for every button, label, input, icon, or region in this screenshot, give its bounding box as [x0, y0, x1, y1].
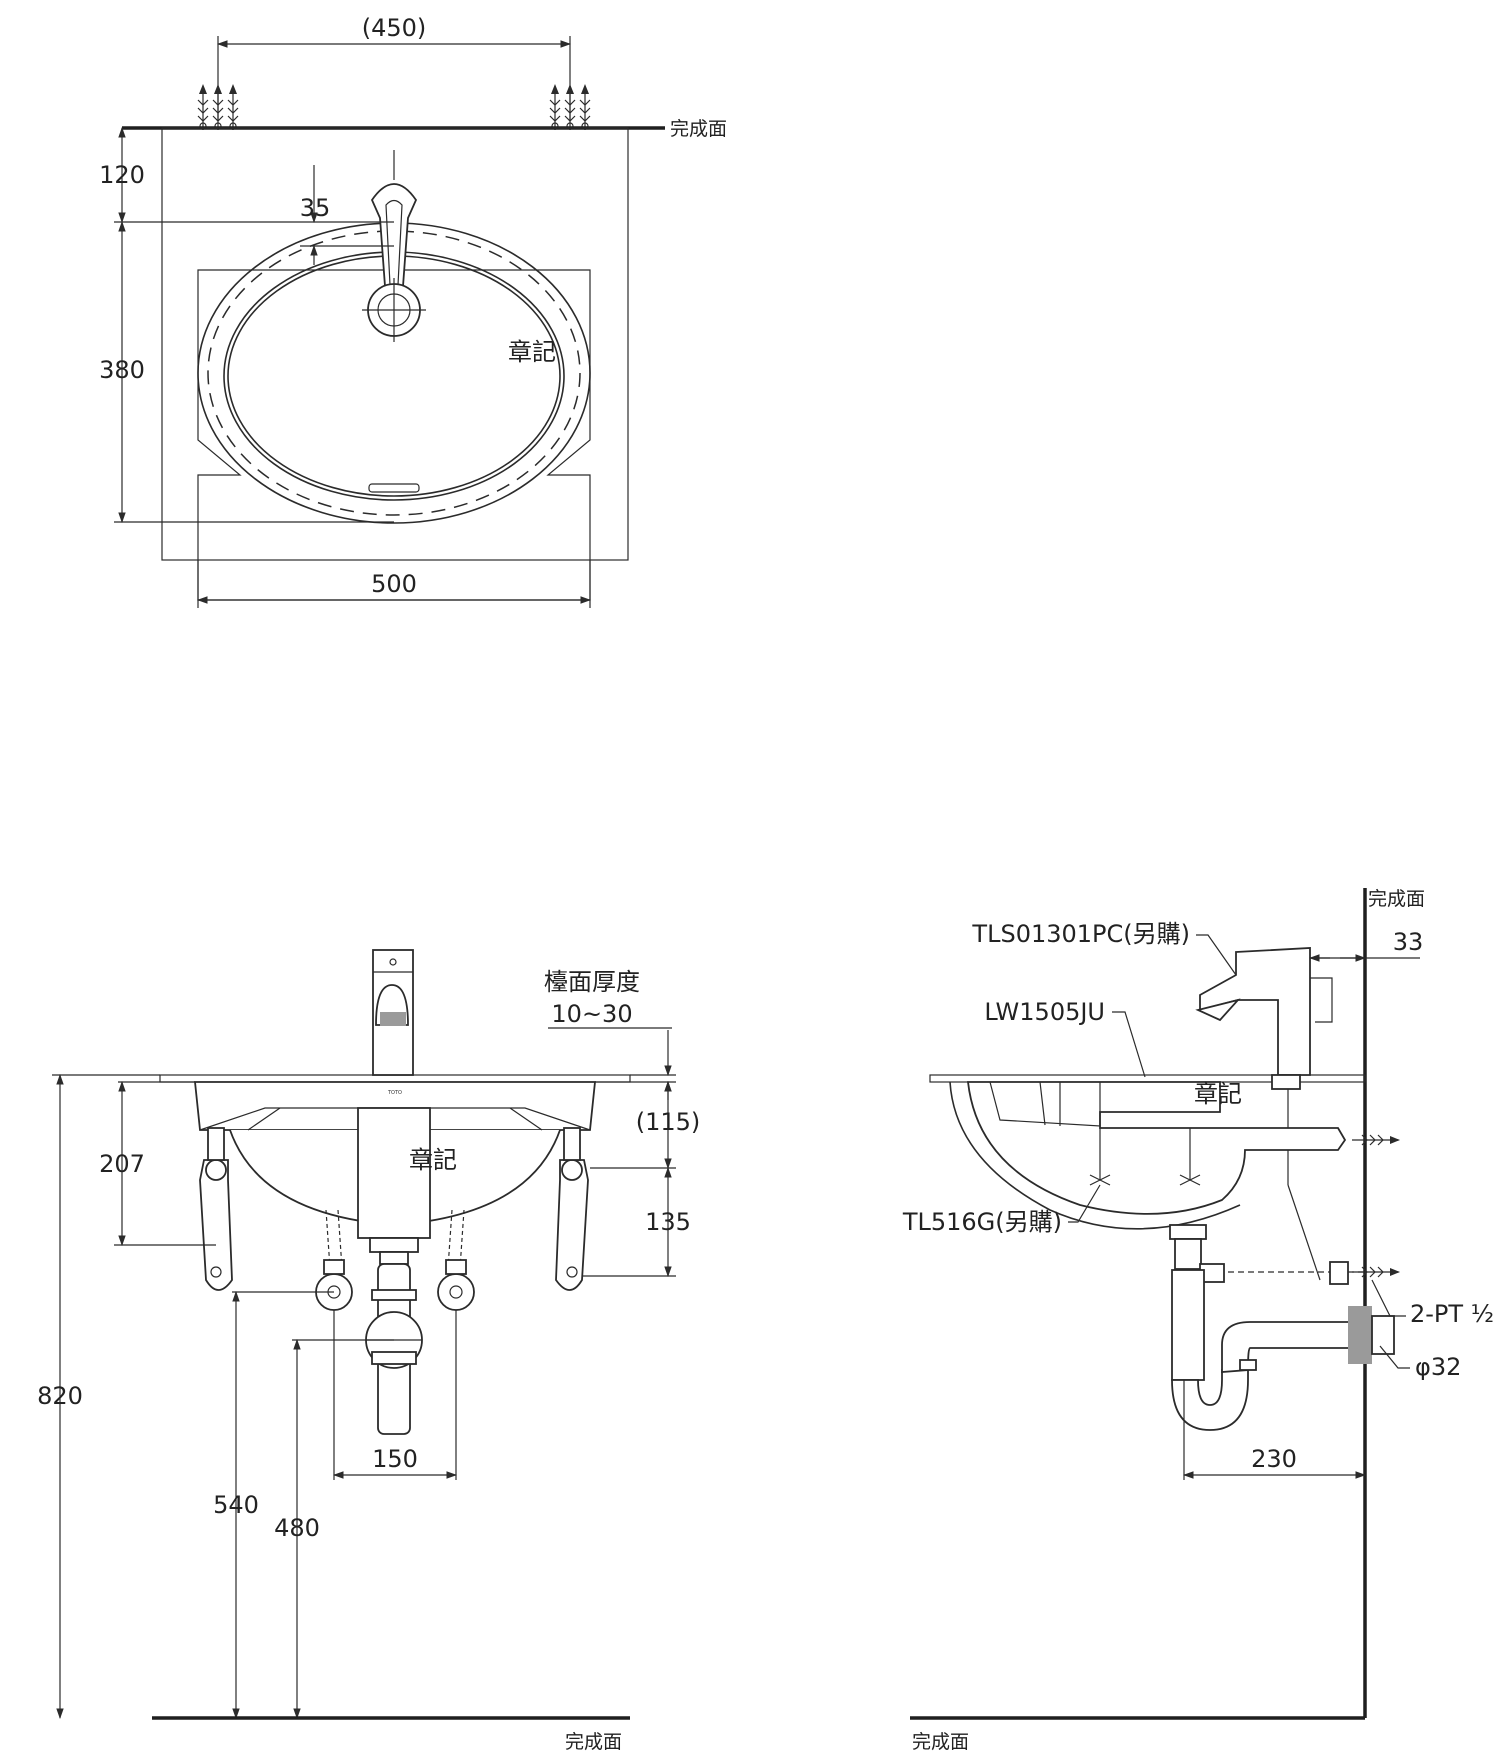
basin-model-label: LW1505JU: [984, 998, 1105, 1026]
finish-surface-bottom-label: 完成面: [912, 1731, 969, 1753]
dim-115: (115): [636, 1108, 701, 1136]
bracket-model-label: TL516G(另購): [902, 1208, 1062, 1236]
bracket-left: [199, 1127, 233, 1291]
stamp-mark: 章記: [409, 1146, 457, 1174]
wall-anchors-left: [197, 83, 239, 131]
stamp-mark: 章記: [508, 338, 556, 366]
dim-380: 380: [99, 356, 145, 384]
dim-540: 540: [213, 1491, 259, 1519]
top-view: (450) 完成面: [99, 14, 727, 608]
finish-surface-label: 完成面: [670, 118, 727, 140]
finish-surface-top-label: 完成面: [1368, 888, 1425, 910]
dim-450: (450): [362, 14, 427, 42]
finish-surface-label: 完成面: [565, 1731, 622, 1753]
dim-820: 820: [37, 1382, 83, 1410]
counter-thickness-label: 檯面厚度: [544, 968, 640, 996]
faucet-model-label: TLS01301PC(另購): [971, 920, 1190, 948]
dim-120: 120: [99, 161, 145, 189]
side-view: 完成面: [902, 888, 1494, 1753]
wall-anchors-right: [549, 83, 591, 131]
dim-35: 35: [300, 194, 331, 222]
dim-207: 207: [99, 1150, 145, 1178]
drain-front: [365, 1237, 423, 1435]
dim-33: 33: [1393, 928, 1424, 956]
dim-230: 230: [1251, 1445, 1297, 1473]
pipe-thread-label: 2-PT ½: [1410, 1300, 1494, 1328]
dim-500: 500: [371, 570, 417, 598]
dim-135: 135: [645, 1208, 691, 1236]
p-trap-side: [1169, 1224, 1395, 1431]
dim-480: 480: [274, 1514, 320, 1542]
counter-thickness-range: 10~30: [551, 1000, 632, 1028]
faucet-front: [372, 949, 414, 1076]
stamp-mark: 章記: [1194, 1080, 1242, 1108]
drain-dia-label: φ32: [1415, 1353, 1461, 1381]
brand-logo: TOTO: [387, 1090, 402, 1096]
dim-150: 150: [372, 1445, 418, 1473]
front-view: TOTO: [37, 949, 701, 1753]
bracket-right: [555, 1127, 589, 1291]
faucet-plan: [362, 150, 426, 342]
